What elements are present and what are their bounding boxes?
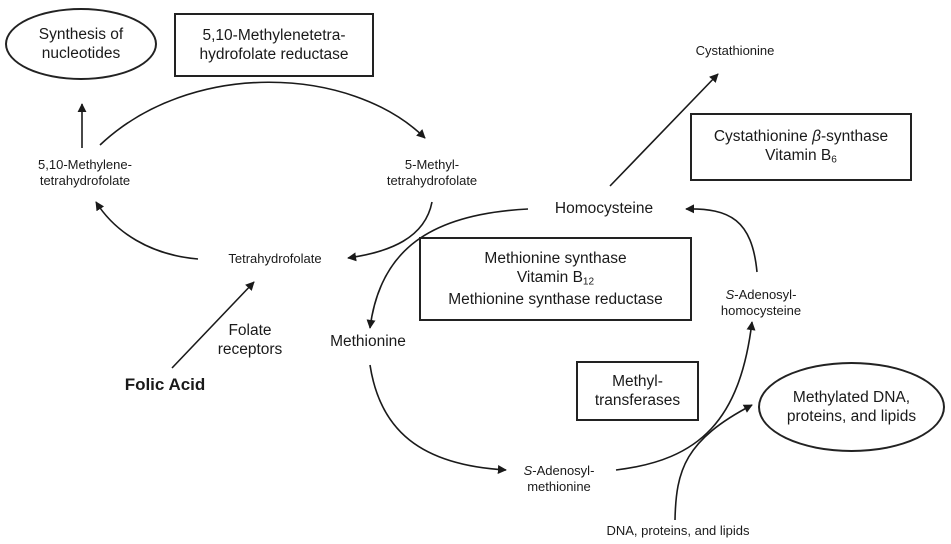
mthfr-box: 5,10-Methylenetetra- hydrofolate reducta… [174,13,374,77]
cbs-box: Cystathionine β-synthase Vitamin B6 [690,113,912,181]
dna-proteins-lipids-label: DNA, proteins, and lipids [606,523,750,538]
methyl-thf-line-1: 5-Methyl- [404,157,460,172]
methylated-dna-ellipse: Methylated DNA, proteins, and lipids [758,362,945,452]
methyl-thf-line-2: tetrahydrofolate [386,173,478,189]
arrow-thf-to-methylene [95,201,199,260]
methylene-thf-label: 5,10-Methylene- tetrahydrofolate [20,157,150,190]
arrow-sam-to-sah [615,321,756,471]
synthesis-line-1: Synthesis of [38,25,124,43]
methionine-synthase-box: Methionine synthase Vitamin B12 Methioni… [419,237,692,321]
cystathionine-label: Cystathionine [695,43,775,58]
arrow-methionine-to-sam [369,364,507,475]
ms-line-2: Vitamin B12 [516,269,595,288]
ms-line-1: Methionine synthase [484,250,627,268]
arrow-sah-to-homocysteine [685,204,758,273]
sah-line-1: S-Adenosyl- [725,287,797,302]
methyltransferases-line-1: Methyl- [612,372,663,390]
arrow-homocysteine-to-methionine [366,208,529,329]
methylene-thf-line-2: tetrahydrofolate [39,173,131,189]
sah-label: S-Adenosyl- homocysteine [706,287,816,320]
methylated-line-1: Methylated DNA, [792,388,911,406]
sam-label: S-Adenosyl- methionine [503,463,615,496]
synthesis-line-2: nucleotides [41,45,121,62]
cbs-line-2: Vitamin B6 [765,147,837,166]
methionine-label: Methionine [330,333,406,350]
homocysteine-label: Homocysteine [554,200,654,217]
synthesis-of-nucleotides-ellipse: Synthesis of nucleotides [5,8,157,80]
folate-receptors-line-1: Folate [228,322,272,339]
arrow-methylene-to-methyl-thf [99,81,426,146]
tetrahydrofolate-label: Tetrahydrofolate [228,251,322,266]
arrow-dna-to-methylated [674,404,753,521]
cbs-line-1: Cystathionine β-synthase [713,127,889,145]
mthfr-line-2: hydrofolate reductase [199,46,349,63]
folate-receptors-line-2: receptors [217,341,283,359]
arrow-homocysteine-to-cystathionine [609,73,719,187]
sah-line-2: homocysteine [720,303,802,319]
folic-acid-label: Folic Acid [124,375,206,394]
folate-receptors-label: Folate receptors [210,321,290,360]
arrow-methyl-thf-to-thf [347,201,433,262]
arrow-folic-acid-to-thf [171,281,255,369]
methyltransferases-line-2: transferases [594,392,681,409]
sam-line-1: S-Adenosyl- [523,463,595,478]
beta-symbol: β [812,127,821,145]
methyl-thf-label: 5-Methyl- tetrahydrofolate [372,157,492,190]
methylene-thf-line-1: 5,10-Methylene- [38,157,132,172]
mthfr-line-1: 5,10-Methylenetetra- [202,26,346,44]
sam-line-2: methionine [527,479,591,495]
ms-line-3: Methionine synthase reductase [448,290,663,308]
methylated-line-2: proteins, and lipids [786,408,917,425]
methyltransferases-box: Methyl- transferases [576,361,699,421]
